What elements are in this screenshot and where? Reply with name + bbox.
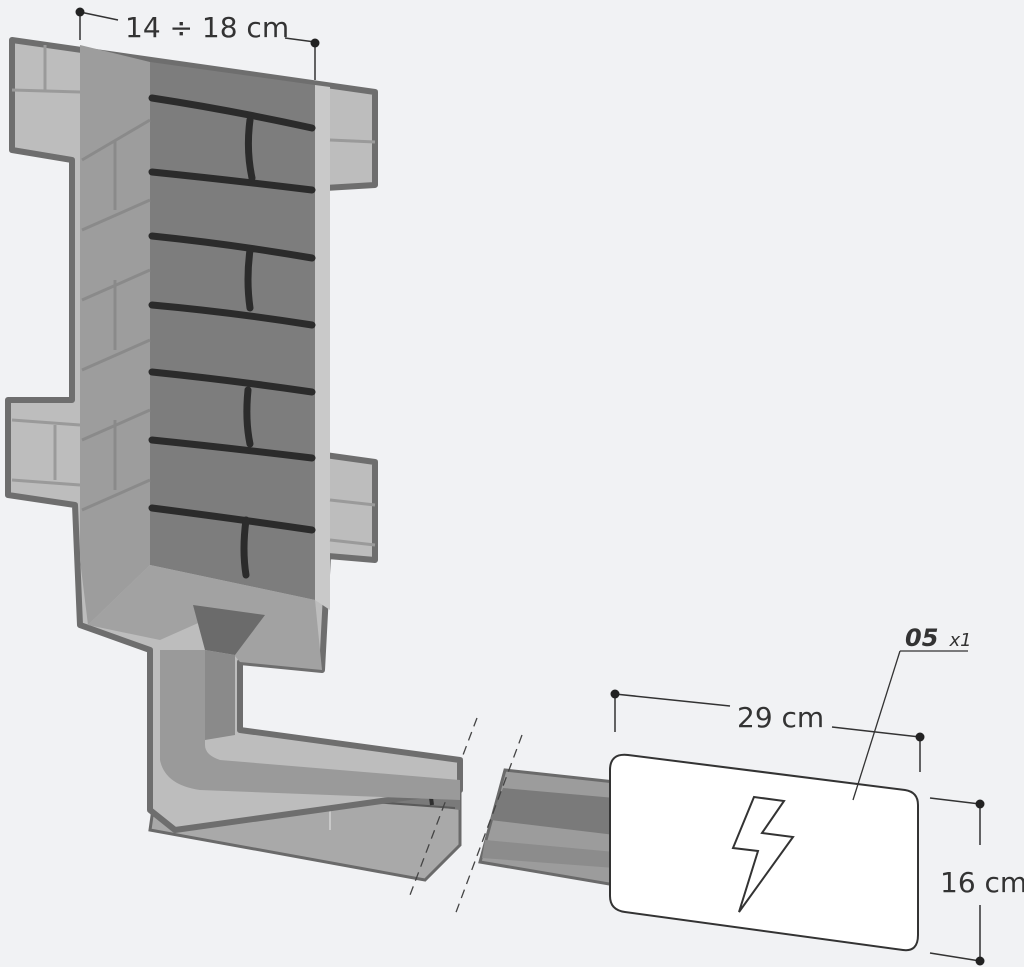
dimension-box-height: 16 cm (929, 797, 1024, 966)
break-line-left (409, 717, 478, 896)
break-line-right (454, 734, 523, 916)
part-quantity: x1 (949, 630, 972, 651)
lightning-bolt-icon (731, 795, 795, 913)
dimension-box-width: 29 cm (610, 689, 925, 772)
wall-depth-label: 14 ÷ 18 cm (125, 11, 289, 44)
svg-text:05 x1: 05 x1 (905, 624, 972, 652)
box-width-label: 29 cm (737, 701, 824, 734)
box-height-label: 16 cm (940, 866, 1024, 899)
electrical-box (609, 753, 919, 952)
dimension-wall-depth: 14 ÷ 18 cm (75, 7, 320, 80)
part-number: 05 (905, 624, 938, 652)
part-callout: 05 x1 (852, 624, 972, 801)
brick-wall (5, 37, 463, 833)
